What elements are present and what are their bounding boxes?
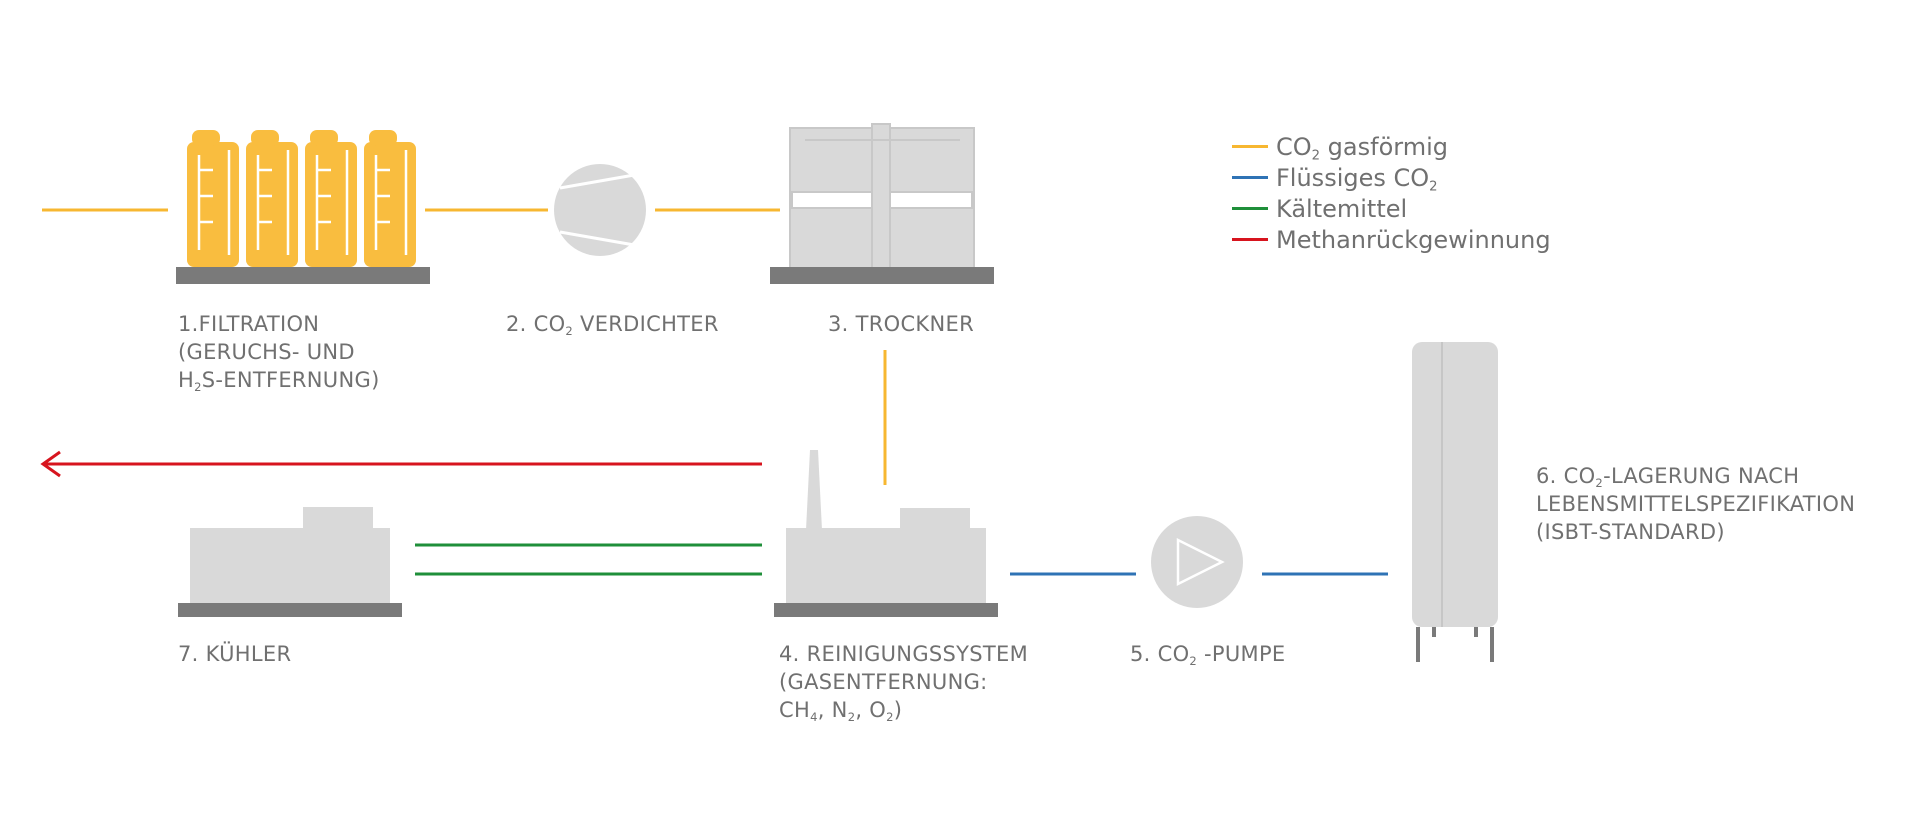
label-pump: 5. CO2 -PUMPE: [1130, 642, 1286, 669]
legend-label: CO2 gasförmig: [1276, 132, 1448, 164]
legend-label: Methanrückgewinnung: [1276, 225, 1551, 254]
cooler-icon: [178, 507, 402, 617]
label-compressor: 2. CO2 VERDICHTER: [506, 312, 719, 339]
label-purification: 4. REINIGUNGSSYSTEM (GASENTFERNUNG: CH4,…: [779, 640, 1028, 724]
dryer-base: [770, 267, 994, 284]
label-purification-line2: (GASENTFERNUNG:: [779, 670, 988, 694]
label-storage-line2: LEBENSMITTELSPEZIFIKATION: [1536, 492, 1856, 516]
label-storage: 6. CO2-LAGERUNG NACH LEBENSMITTELSPEZIFI…: [1536, 462, 1855, 546]
legend-item: Flüssiges CO2: [1232, 162, 1551, 193]
storage-tank-icon: [1412, 342, 1498, 662]
legend-swatch: [1232, 145, 1268, 148]
label-filtration: 1.FILTRATION (GERUCHS- UND H2S-ENTFERNUN…: [178, 310, 380, 394]
purification-base: [774, 603, 998, 617]
label-storage-line3: (ISBT-STANDARD): [1536, 520, 1725, 544]
label-filtration-line3: H2S-ENTFERNUNG): [178, 368, 380, 395]
purification-system-icon: [774, 450, 998, 617]
dryer-icon: [770, 123, 994, 284]
compressor-icon: [554, 164, 646, 256]
legend-label: Kältemittel: [1276, 194, 1408, 223]
label-purification-line1: 4. REINIGUNGSSYSTEM: [779, 642, 1029, 666]
filter-column-2: [246, 130, 298, 267]
legend-swatch: [1232, 207, 1268, 210]
legend-item: CO2 gasförmig: [1232, 131, 1551, 162]
filter-column-3: [305, 130, 357, 267]
cooler-base: [178, 603, 402, 617]
filtration-unit-icon: [176, 130, 430, 284]
legend-item: Methanrückgewinnung: [1232, 224, 1551, 255]
label-dryer: 3. TROCKNER: [828, 312, 974, 336]
filtration-base: [176, 267, 430, 284]
methane-arrowhead-icon: [40, 450, 61, 478]
legend-label: Flüssiges CO2: [1276, 163, 1438, 195]
filter-detail-lines: [197, 150, 408, 255]
label-purification-line3: CH4, N2, O2): [779, 698, 903, 725]
legend-swatch: [1232, 176, 1268, 179]
pump-icon: [1151, 516, 1243, 608]
label-filtration-line1: 1.FILTRATION: [178, 312, 320, 336]
label-cooler: 7. KÜHLER: [178, 642, 292, 666]
filter-column-4: [364, 130, 416, 267]
filter-column-1: [187, 130, 239, 267]
label-storage-line1: 6. CO2-LAGERUNG NACH: [1536, 464, 1800, 491]
label-filtration-line2: (GERUCHS- UND: [178, 340, 355, 364]
legend-item: Kältemittel: [1232, 193, 1551, 224]
legend-swatch: [1232, 238, 1268, 241]
